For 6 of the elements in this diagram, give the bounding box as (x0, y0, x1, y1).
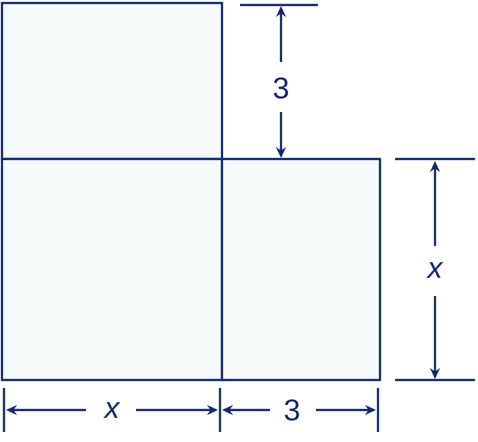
dimension-label: 3 (274, 77, 288, 99)
dimension-label: x (426, 262, 444, 278)
square (0, 158, 224, 382)
dimension-label: 3 (284, 399, 300, 421)
square (220, 158, 382, 382)
square (0, 2, 224, 160)
